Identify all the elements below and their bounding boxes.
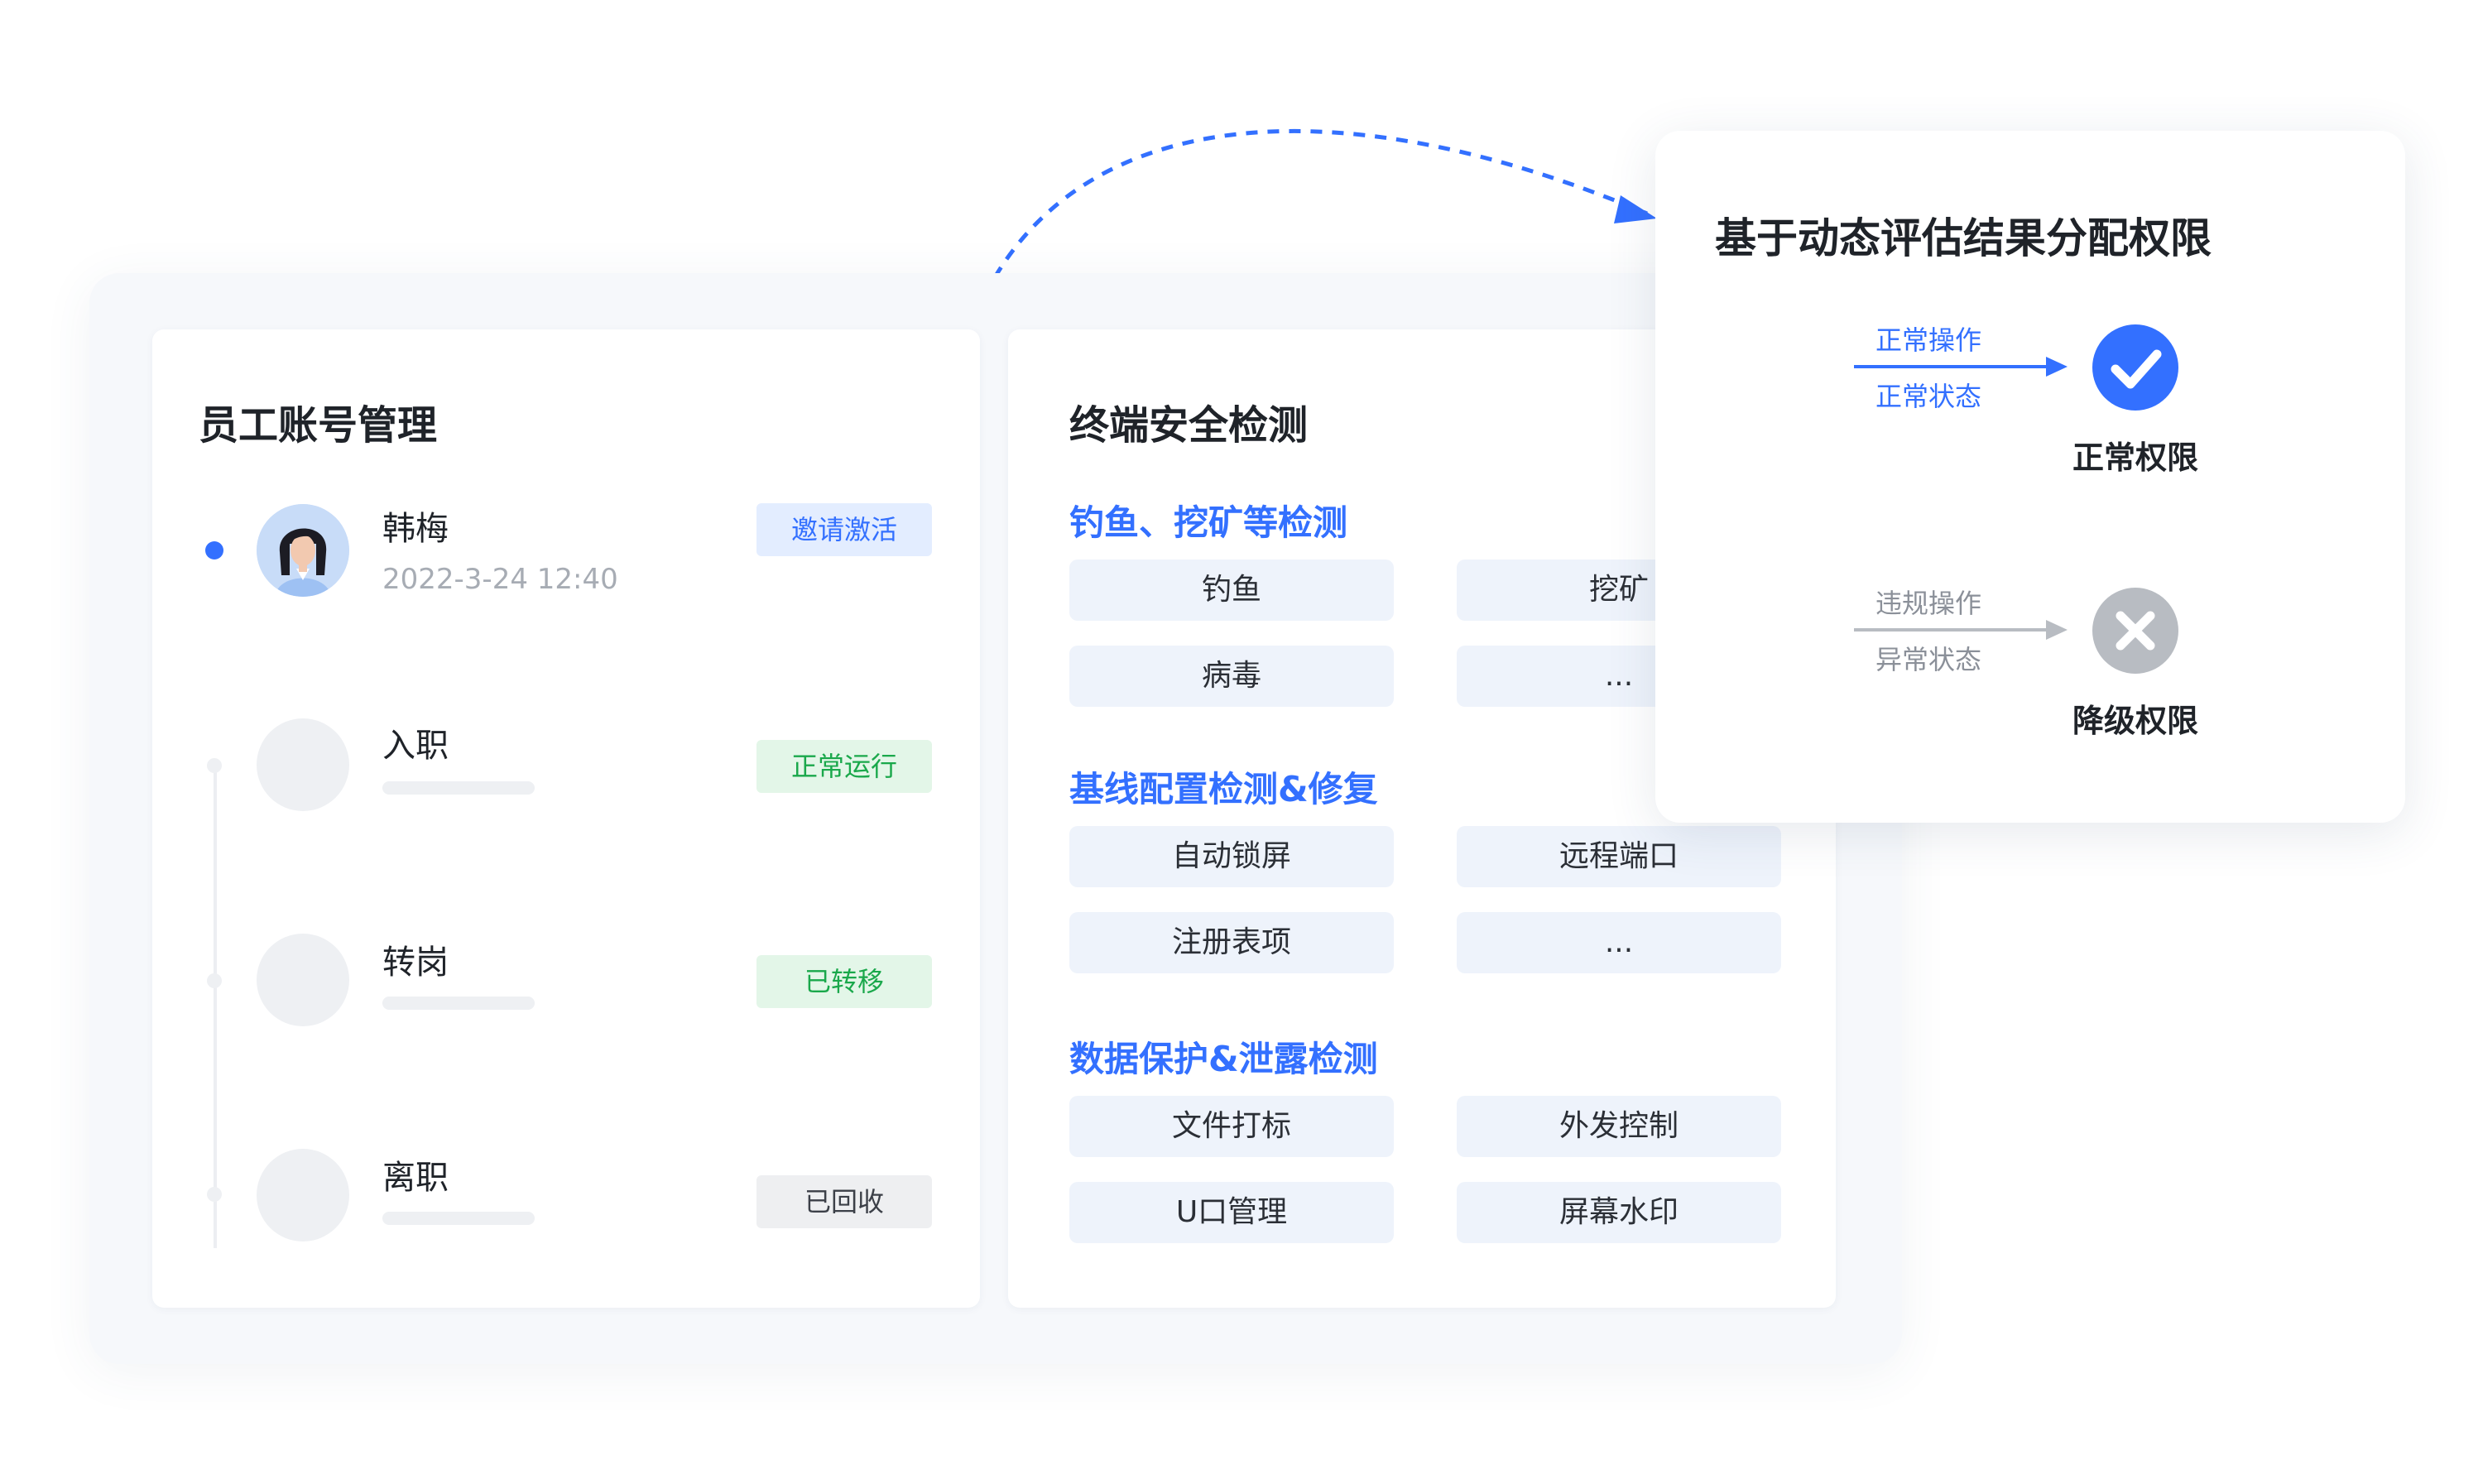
permission-card-title: 基于动态评估结果分配权限 [1715, 214, 2212, 262]
section-title-phishing: 钓鱼、挖矿等检测 [1069, 502, 1348, 543]
arrow-right-icon [1854, 620, 2068, 640]
chip-phishing[interactable]: 钓鱼 [1069, 560, 1394, 621]
placeholder-bar [382, 997, 535, 1010]
chip-file-tagging[interactable]: 文件打标 [1069, 1096, 1394, 1157]
label-violation-operation: 违规操作 [1875, 588, 1982, 619]
chip-registry[interactable]: 注册表项 [1069, 912, 1394, 973]
avatar-placeholder [257, 934, 349, 1026]
chip-auto-lock[interactable]: 自动锁屏 [1069, 826, 1394, 887]
label-normal-state: 正常状态 [1875, 381, 1982, 412]
label-abnormal-state: 异常状态 [1875, 644, 1982, 675]
section-title-data-protection: 数据保护&泄露检测 [1069, 1039, 1378, 1079]
placeholder-bar [382, 1212, 535, 1225]
avatar-placeholder [257, 1149, 349, 1241]
status-badge-invite[interactable]: 邀请激活 [756, 503, 932, 556]
chip-virus[interactable]: 病毒 [1069, 646, 1394, 707]
chip-more[interactable]: ... [1457, 912, 1781, 973]
stage-label-transfer: 转岗 [382, 944, 449, 982]
status-badge-transferred: 已转移 [756, 955, 932, 1008]
chip-usb-management[interactable]: U口管理 [1069, 1182, 1394, 1243]
timeline-dot [207, 758, 222, 773]
avatar-woman-icon [257, 504, 349, 597]
timeline-dot [207, 1187, 222, 1202]
check-circle-icon [2092, 324, 2178, 411]
stage-label-offboard: 离职 [382, 1159, 449, 1197]
avatar [257, 504, 349, 597]
section-title-baseline: 基线配置检测&修复 [1069, 769, 1378, 809]
endpoint-panel-title: 终端安全检测 [1069, 402, 1309, 449]
status-badge-reclaimed: 已回收 [756, 1175, 932, 1228]
arrow-right-icon [1854, 357, 2068, 377]
chip-remote-port[interactable]: 远程端口 [1457, 826, 1781, 887]
x-circle-icon [2092, 588, 2178, 674]
timeline-line [214, 768, 217, 1248]
timeline-dot [207, 973, 222, 988]
label-downgraded-permission: 降级权限 [2072, 703, 2198, 739]
employee-timestamp: 2022-3-24 12:40 [382, 563, 618, 596]
label-normal-permission: 正常权限 [2072, 439, 2198, 476]
chip-outbound-control[interactable]: 外发控制 [1457, 1096, 1781, 1157]
placeholder-bar [382, 781, 535, 795]
employee-panel-title: 员工账号管理 [199, 402, 438, 449]
employee-account-panel: 员工账号管理 韩梅 2022-3-24 12:40 邀请激活 入职 正常运行 转… [152, 329, 980, 1308]
avatar-placeholder [257, 718, 349, 811]
timeline-dot-active [205, 541, 223, 560]
permission-card: 基于动态评估结果分配权限 正常操作 正常状态 正常权限 违规操作 异常状态 降级… [1655, 131, 2405, 823]
stage-label-onboard: 入职 [382, 727, 449, 765]
chip-screen-watermark[interactable]: 屏幕水印 [1457, 1182, 1781, 1243]
employee-name: 韩梅 [382, 510, 449, 548]
status-badge-running: 正常运行 [756, 740, 932, 793]
label-normal-operation: 正常操作 [1875, 324, 1982, 356]
